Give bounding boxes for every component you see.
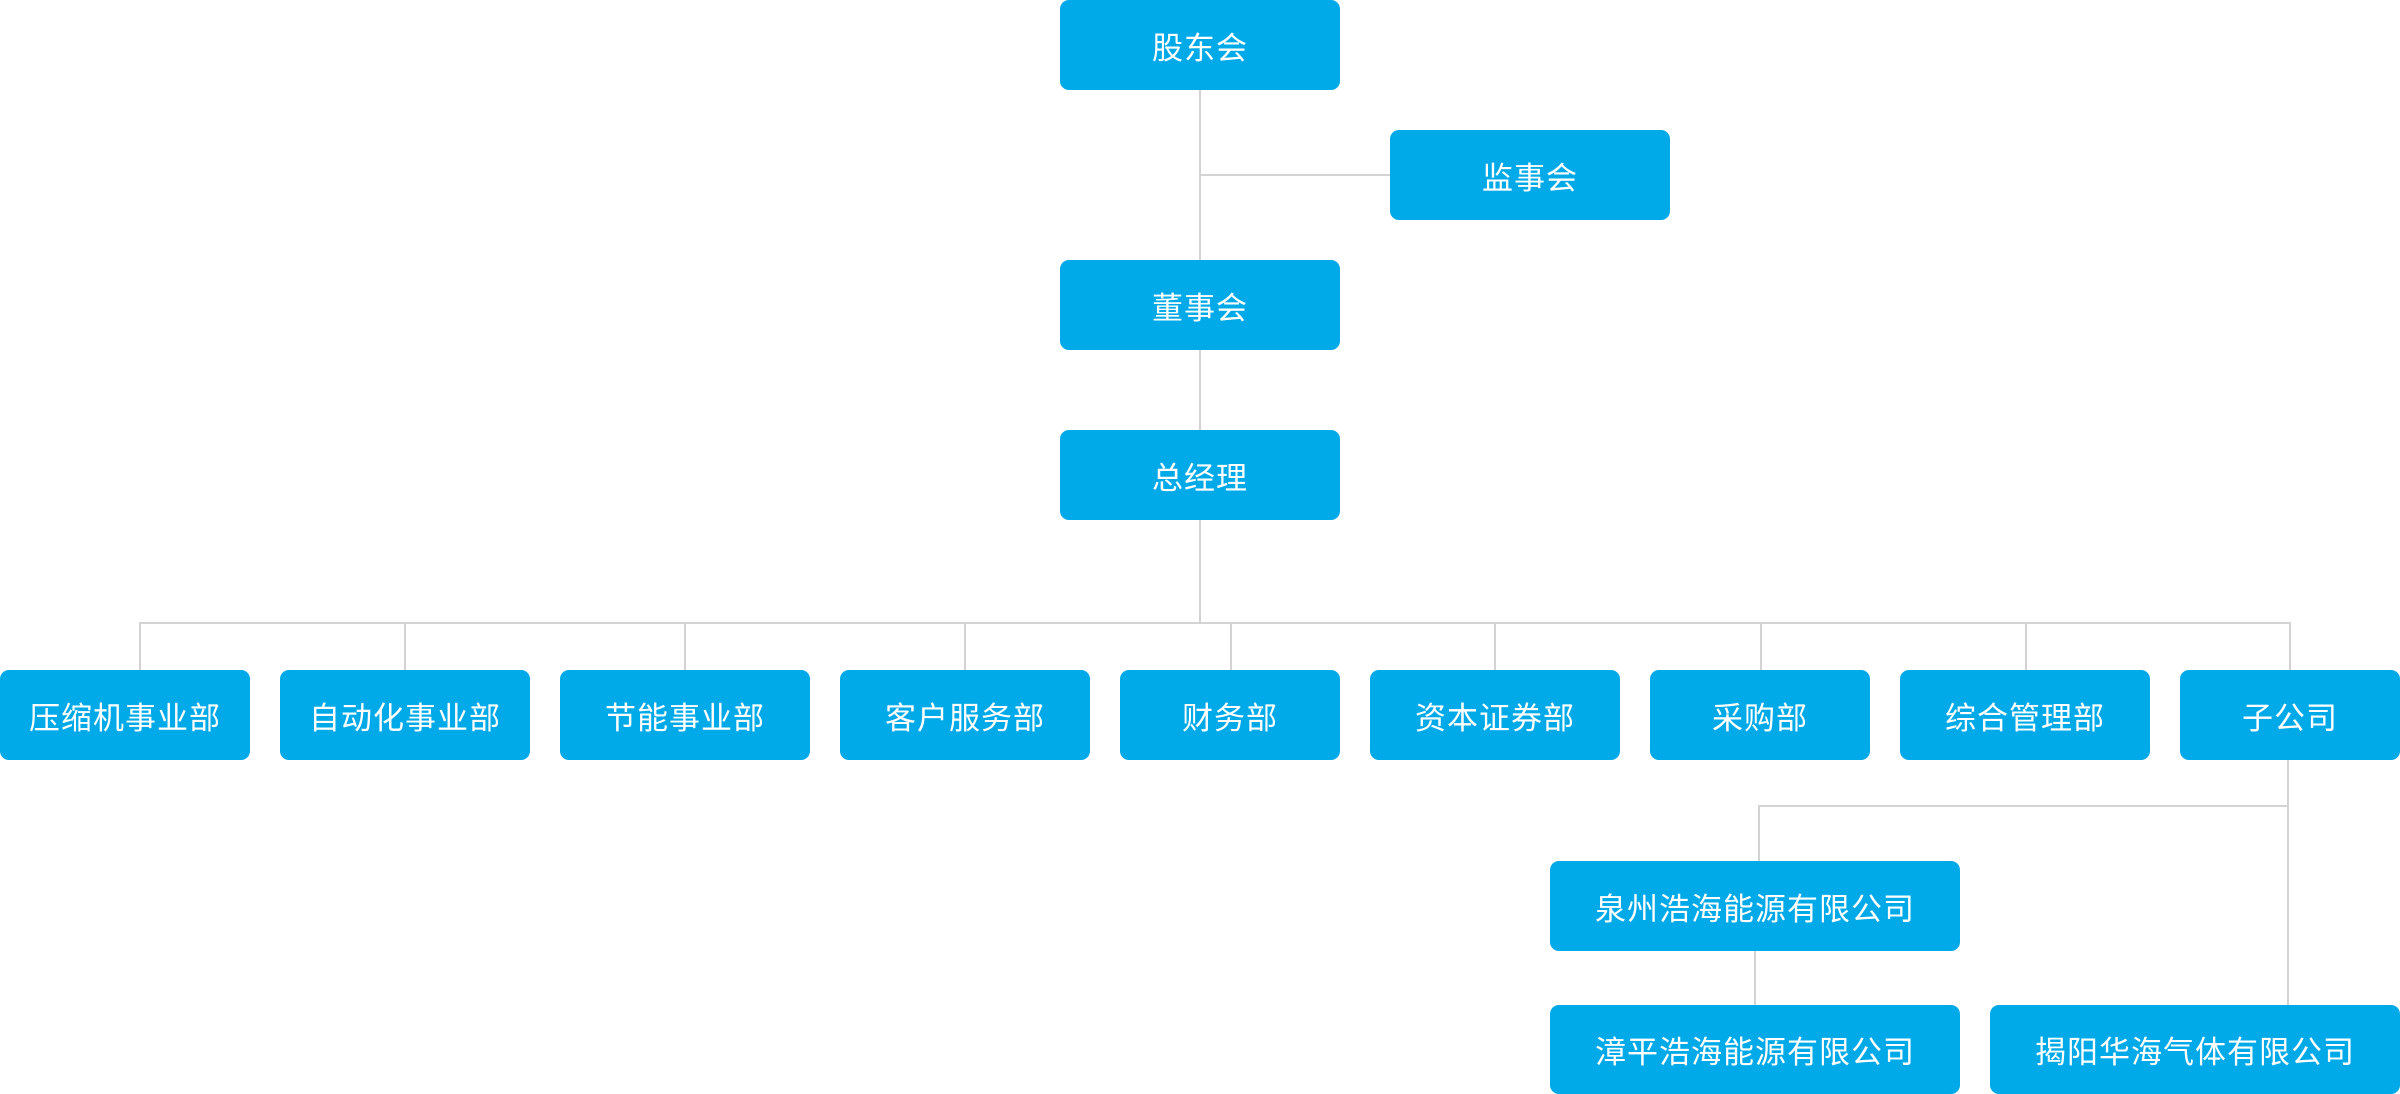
node-department[interactable]: 节能事业部 bbox=[560, 670, 810, 760]
connector-gm-to-departments bbox=[1199, 520, 1201, 623]
connector-subsidiary-branch bbox=[1758, 805, 2289, 807]
connector-dept-9 bbox=[2289, 622, 2291, 670]
node-department[interactable]: 综合管理部 bbox=[1900, 670, 2150, 760]
connector-departments-bus bbox=[139, 622, 2291, 624]
connector-to-quanzhou bbox=[1758, 805, 1760, 861]
node-department[interactable]: 压缩机事业部 bbox=[0, 670, 250, 760]
connector-dept-7 bbox=[1760, 622, 1762, 670]
node-supervisors[interactable]: 监事会 bbox=[1390, 130, 1670, 220]
node-shareholders[interactable]: 股东会 bbox=[1060, 0, 1340, 90]
connector-dept-2 bbox=[404, 622, 406, 670]
node-general-manager[interactable]: 总经理 bbox=[1060, 430, 1340, 520]
connector-quanzhou-to-zhangping bbox=[1754, 951, 1756, 1005]
node-department[interactable]: 客户服务部 bbox=[840, 670, 1090, 760]
node-department[interactable]: 子公司 bbox=[2180, 670, 2400, 760]
connector-dept-5 bbox=[1230, 622, 1232, 670]
node-subsidiary-jieyang[interactable]: 揭阳华海气体有限公司 bbox=[1990, 1005, 2400, 1094]
node-department[interactable]: 资本证券部 bbox=[1370, 670, 1620, 760]
connector-subsidiary-trunk bbox=[2287, 760, 2289, 1005]
connector-dept-4 bbox=[964, 622, 966, 670]
connector-to-supervisors bbox=[1200, 174, 1390, 176]
node-department[interactable]: 自动化事业部 bbox=[280, 670, 530, 760]
connector-dept-3 bbox=[684, 622, 686, 670]
node-subsidiary-quanzhou[interactable]: 泉州浩海能源有限公司 bbox=[1550, 861, 1960, 951]
connector-dept-8 bbox=[2025, 622, 2027, 670]
connector-board-to-gm bbox=[1199, 350, 1201, 430]
connector-dept-6 bbox=[1494, 622, 1496, 670]
node-department[interactable]: 财务部 bbox=[1120, 670, 1340, 760]
node-department[interactable]: 采购部 bbox=[1650, 670, 1870, 760]
node-board[interactable]: 董事会 bbox=[1060, 260, 1340, 350]
node-subsidiary-zhangping[interactable]: 漳平浩海能源有限公司 bbox=[1550, 1005, 1960, 1094]
connector-dept-1 bbox=[139, 622, 141, 670]
